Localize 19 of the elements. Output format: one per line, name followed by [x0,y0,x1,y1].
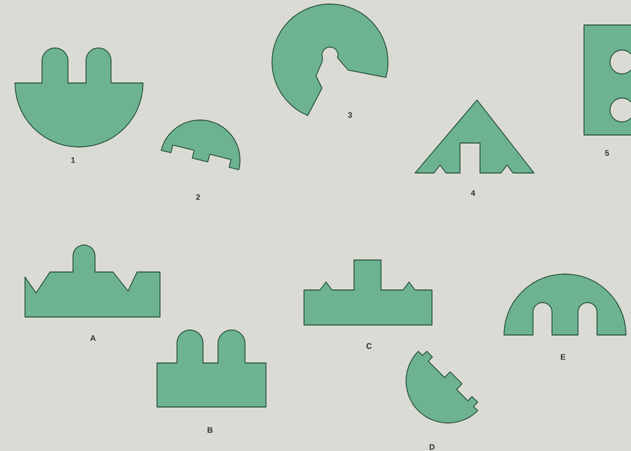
figure-label: 1 [71,157,75,163]
figure-label: 3 [348,112,352,118]
puzzle-piece [414,100,534,174]
figure-label: D [430,444,435,450]
puzzle-piece [272,4,388,116]
figure-label: A [90,335,96,341]
puzzle-piece [14,48,144,148]
puzzle-piece [304,260,432,326]
puzzle-piece [406,350,478,424]
figure-label: C [366,343,372,349]
puzzle-piece [504,274,626,336]
figure-label: 5 [605,150,609,156]
figure-label: E [560,354,566,360]
figure-label: 2 [196,194,200,200]
puzzle-piece [160,120,240,170]
figure-label: B [208,427,213,433]
puzzle-piece [156,330,266,408]
puzzle-piece [24,244,160,318]
figure-label: 4 [470,190,476,196]
